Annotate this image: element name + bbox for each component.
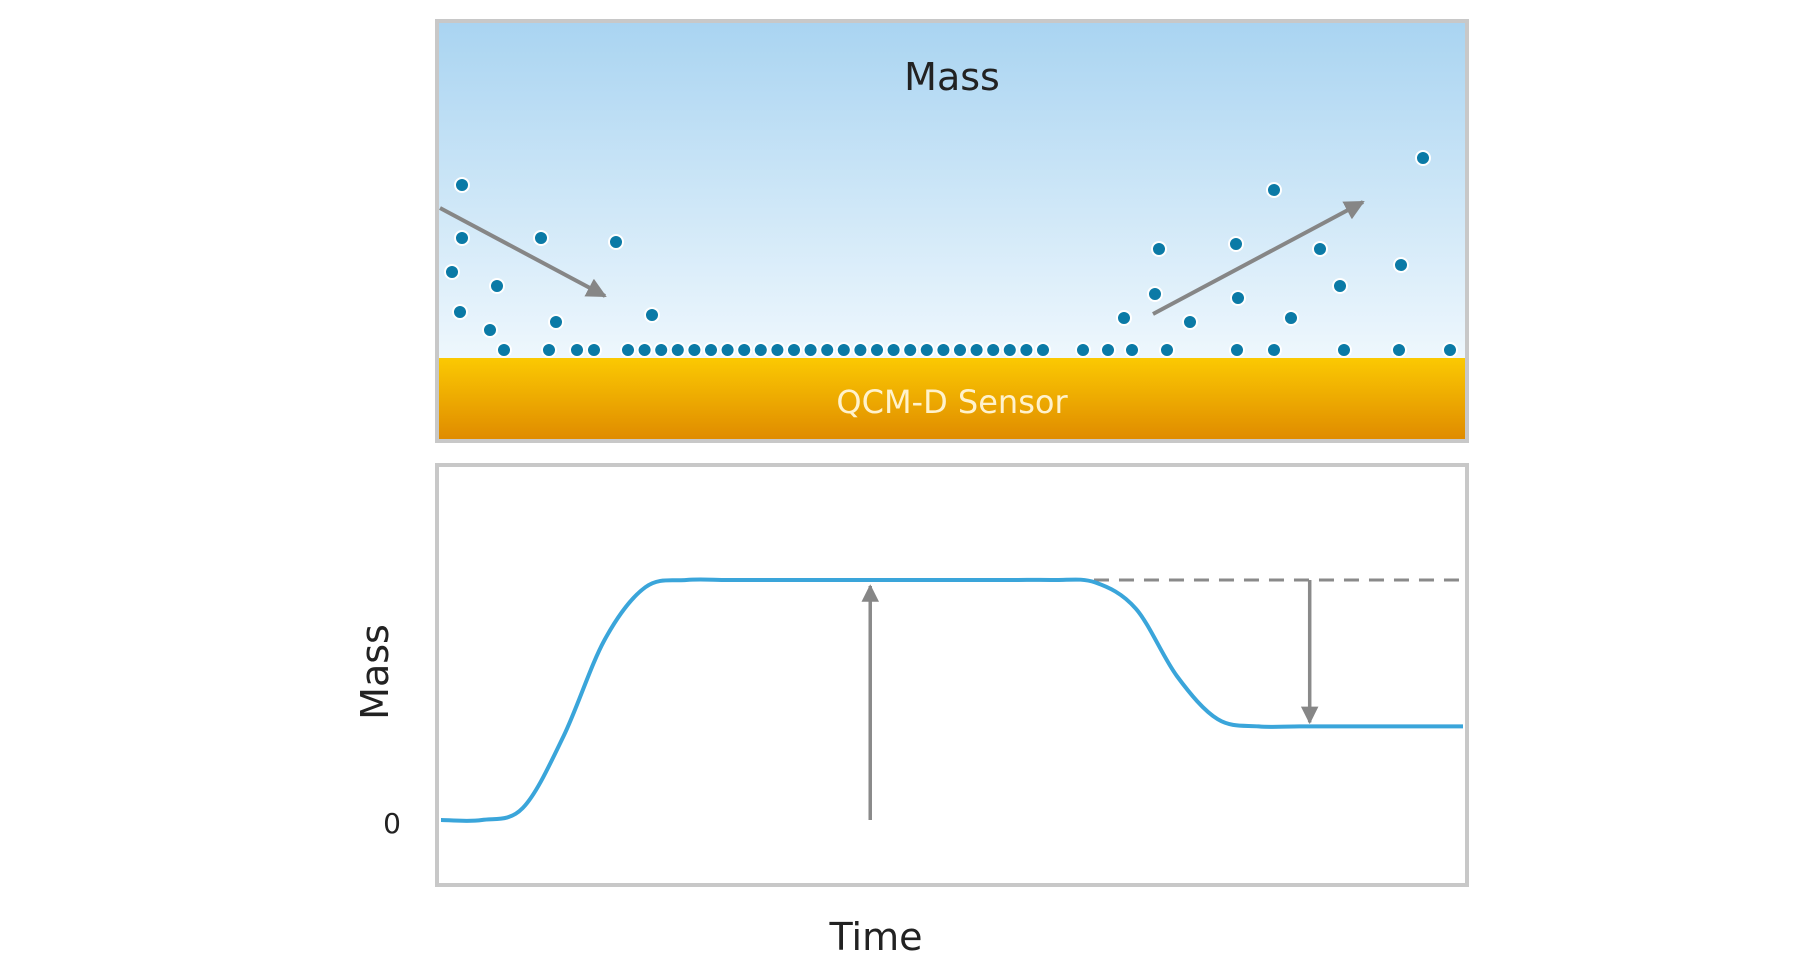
particle — [1391, 342, 1407, 358]
y-tick-label: 0 — [383, 807, 401, 840]
particle — [902, 342, 919, 358]
particle — [1100, 342, 1116, 358]
particle — [653, 342, 670, 358]
particle — [1159, 342, 1175, 358]
desorption-arrow — [1152, 200, 1365, 316]
adsorption-panel: Mass QCM-D Sensor — [435, 19, 1469, 443]
particle — [1228, 236, 1244, 252]
particle — [952, 342, 968, 358]
adsorption-panel-frame — [435, 19, 1469, 443]
particle — [1230, 290, 1246, 306]
chart-frame — [435, 463, 1469, 887]
particle — [885, 342, 902, 358]
mass-time-chart: 0 Mass Time — [353, 463, 1469, 958]
particle — [1035, 342, 1051, 358]
particle — [1018, 342, 1035, 358]
particle — [1332, 278, 1348, 294]
particle — [620, 342, 636, 358]
particle — [496, 342, 512, 358]
particle — [608, 234, 624, 250]
particle — [835, 342, 852, 358]
particle — [719, 342, 736, 358]
liquid-region — [437, 21, 1467, 358]
y-axis-label: Mass — [353, 624, 397, 720]
particle — [1312, 241, 1328, 257]
particle — [852, 342, 869, 358]
particle — [1182, 314, 1198, 330]
adsorption-arrow — [439, 206, 607, 298]
particle — [1415, 150, 1431, 166]
particles — [444, 150, 1458, 358]
mass-series-line — [440, 577, 1463, 823]
panel-title: Mass — [904, 55, 1000, 99]
particle — [1001, 342, 1018, 358]
particle — [454, 177, 470, 193]
particle — [1336, 342, 1352, 358]
particle — [786, 342, 802, 358]
particle — [482, 322, 498, 338]
particle — [918, 342, 935, 358]
particle — [444, 264, 460, 280]
particle — [533, 230, 549, 246]
particle — [569, 342, 585, 358]
particle — [1283, 310, 1299, 326]
particle — [686, 342, 703, 358]
sensor-label: QCM-D Sensor — [836, 383, 1068, 421]
particle — [1442, 342, 1458, 358]
particle — [1393, 257, 1409, 273]
particle — [1229, 342, 1245, 358]
x-axis-label: Time — [829, 915, 923, 958]
particle — [1151, 241, 1167, 257]
particle — [1266, 342, 1282, 358]
particle — [586, 342, 602, 358]
particle — [1116, 310, 1132, 326]
particle — [752, 342, 769, 358]
particle — [869, 342, 885, 358]
particle — [769, 342, 786, 358]
particle — [669, 342, 686, 358]
particle — [968, 342, 985, 358]
particle — [489, 278, 505, 294]
particle — [541, 342, 557, 358]
particle — [548, 314, 564, 330]
particle — [1266, 182, 1282, 198]
sensor-surface — [437, 358, 1467, 441]
particle — [636, 342, 653, 358]
particle — [454, 230, 470, 246]
particle — [1124, 342, 1140, 358]
particle — [802, 342, 819, 358]
particle — [935, 342, 952, 358]
particle — [703, 342, 719, 358]
particle — [1075, 342, 1091, 358]
particle — [452, 304, 468, 320]
particle — [819, 342, 836, 358]
particle — [644, 307, 660, 323]
particle — [736, 342, 753, 358]
particle — [985, 342, 1002, 358]
particle — [1147, 286, 1163, 302]
